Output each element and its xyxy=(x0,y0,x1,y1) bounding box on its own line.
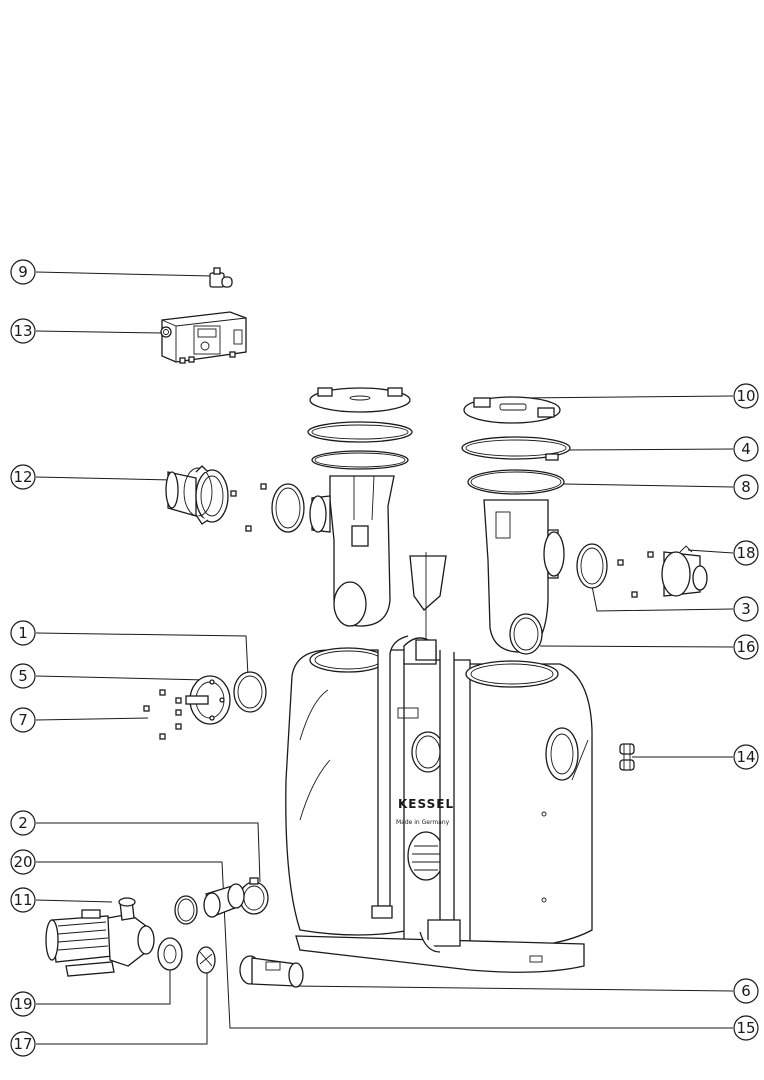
part-16-riser-pipe xyxy=(483,499,565,655)
left-cover-clamp-ring xyxy=(307,421,413,443)
svg-text:4: 4 xyxy=(741,440,751,458)
part-18-flange-connector xyxy=(661,545,708,597)
callout-12: 12 xyxy=(10,464,36,490)
svg-text:8: 8 xyxy=(741,478,751,496)
callout-20: 20 xyxy=(10,849,36,875)
made-in-label: Made in Germany xyxy=(396,819,450,826)
svg-text:3: 3 xyxy=(741,600,751,618)
callout-5: 5 xyxy=(10,663,36,689)
part-20-clamp xyxy=(174,895,198,925)
part-14-clamp xyxy=(619,743,635,771)
svg-text:2: 2 xyxy=(18,814,28,832)
part-19-impeller-seal xyxy=(157,937,183,971)
svg-text:14: 14 xyxy=(736,748,755,766)
callout-6: 6 xyxy=(733,978,759,1004)
part-18-screws xyxy=(617,551,654,598)
part-7-screws xyxy=(143,689,182,740)
svg-text:9: 9 xyxy=(18,263,28,281)
part-5-inspection-cover xyxy=(185,675,231,725)
svg-text:18: 18 xyxy=(736,544,755,562)
part-1-sealing-ring xyxy=(233,671,267,713)
callout-15: 15 xyxy=(733,1015,759,1041)
callout-19: 19 xyxy=(10,991,36,1017)
part-12-gasket xyxy=(271,483,305,533)
leader-lines xyxy=(35,271,734,1045)
part-3-gasket xyxy=(576,543,608,589)
svg-text:15: 15 xyxy=(736,1019,755,1037)
callout-17: 17 xyxy=(10,1031,36,1057)
callout-7: 7 xyxy=(10,707,36,733)
svg-text:6: 6 xyxy=(741,982,751,1000)
part-6-check-valve xyxy=(239,955,304,988)
part-12-flange-connector xyxy=(165,465,229,525)
part-2-hose-clamp xyxy=(239,877,269,915)
svg-text:5: 5 xyxy=(18,667,28,685)
part-8-seal xyxy=(467,469,565,495)
svg-text:20: 20 xyxy=(13,853,32,871)
svg-text:1: 1 xyxy=(18,624,28,642)
part-9-fitting xyxy=(209,267,233,288)
svg-text:16: 16 xyxy=(736,638,755,656)
svg-text:17: 17 xyxy=(13,1035,32,1053)
callout-3: 3 xyxy=(733,596,759,622)
part-13-control-unit xyxy=(160,311,247,364)
callout-4: 4 xyxy=(733,436,759,462)
part-10-cover-lid xyxy=(463,396,561,424)
callout-10: 10 xyxy=(733,383,759,409)
svg-text:19: 19 xyxy=(13,995,32,1013)
part-4-clamp-ring xyxy=(461,436,571,461)
svg-text:11: 11 xyxy=(13,891,32,909)
part-17-impeller xyxy=(196,946,216,974)
callout-8: 8 xyxy=(733,474,759,500)
callout-11: 11 xyxy=(10,887,36,913)
callout-16: 16 xyxy=(733,634,759,660)
svg-text:10: 10 xyxy=(736,387,755,405)
left-cover-seal xyxy=(311,450,409,470)
brand-label: KESSEL xyxy=(398,797,454,811)
part-20-sleeve xyxy=(203,883,245,918)
callout-2: 2 xyxy=(10,810,36,836)
svg-text:12: 12 xyxy=(13,468,32,486)
left-cover-lid xyxy=(309,387,411,413)
callout-9: 9 xyxy=(10,259,36,285)
part-12-screws xyxy=(230,483,267,532)
left-riser-pipe xyxy=(309,475,395,627)
part-11-pump-motor xyxy=(45,897,155,977)
main-tank: KESSEL Made in Germany xyxy=(285,552,593,973)
svg-text:13: 13 xyxy=(13,322,32,340)
svg-text:7: 7 xyxy=(18,711,28,729)
callout-14: 14 xyxy=(733,744,759,770)
callout-1: 1 xyxy=(10,620,36,646)
callout-13: 13 xyxy=(10,318,36,344)
callout-18: 18 xyxy=(733,540,759,566)
